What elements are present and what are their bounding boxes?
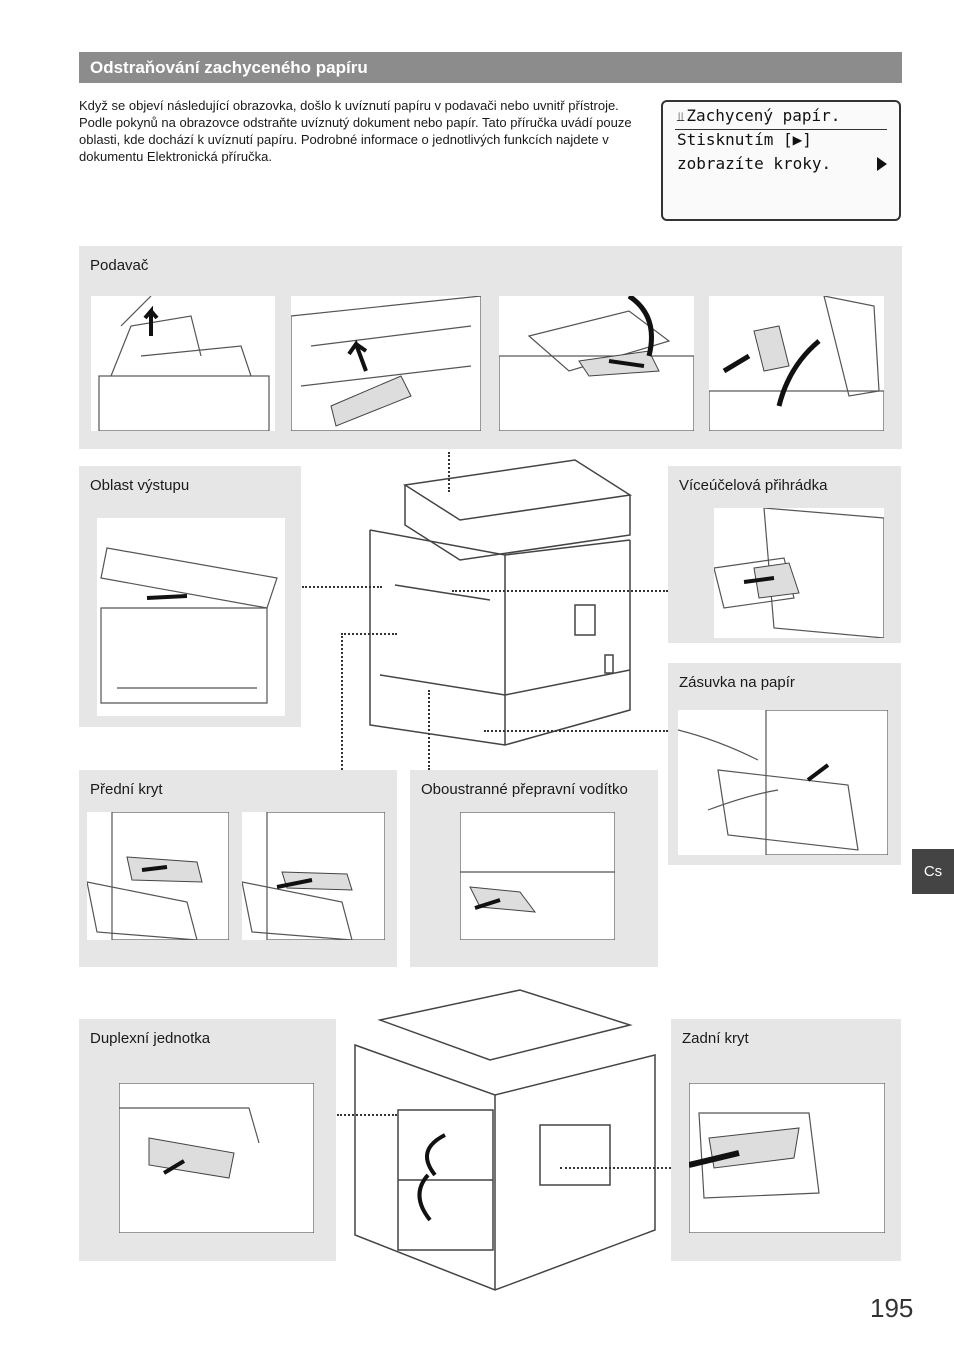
- paper-jam-icon: ⫫: [677, 110, 685, 125]
- leader-line-feeder: [448, 452, 450, 492]
- panel-duplex-unit: Duplexní jednotka: [79, 1019, 336, 1261]
- lcd-line-2: Stisknutím [▶]: [677, 130, 812, 149]
- panel-feeder: Podavač: [79, 246, 902, 449]
- panel-label-front-cover: Přední kryt: [90, 781, 163, 798]
- page-number: 195: [870, 1293, 914, 1323]
- lcd-line-3: zobrazíte kroky.: [677, 154, 832, 173]
- panel-label-feeder: Podavač: [90, 257, 149, 274]
- printer-front-illustration: [365, 455, 643, 750]
- leader-line-front-cover-v: [341, 633, 343, 770]
- lcd-separator: [675, 129, 887, 130]
- leader-line-duplex-guide: [428, 690, 430, 770]
- front-cover-illustration-2: [242, 812, 385, 940]
- rear-cover-illustration: [689, 1083, 885, 1233]
- lcd-line-1: ⫫Zachycený papír.: [677, 106, 840, 125]
- section-header: Odstraňování zachyceného papíru: [79, 52, 902, 83]
- printer-rear-illustration: [350, 985, 660, 1293]
- panel-label-duplex-guide: Oboustranné přepravní vodítko: [421, 781, 628, 798]
- feeder-illustration-1: [91, 296, 275, 431]
- output-illustration: [97, 518, 285, 716]
- panel-label-rear-cover: Zadní kryt: [682, 1030, 749, 1047]
- panel-label-drawer: Zásuvka na papír: [679, 674, 795, 691]
- multipurpose-illustration: [714, 508, 884, 638]
- right-arrow-icon: [877, 157, 887, 171]
- panel-front-cover: Přední kryt: [79, 770, 397, 967]
- language-tab: Cs: [912, 849, 954, 894]
- panel-label-multipurpose: Víceúčelová přihrádka: [679, 477, 828, 494]
- panel-rear-cover: Zadní kryt: [671, 1019, 901, 1261]
- feeder-illustration-2: [291, 296, 481, 431]
- leader-line-drawer: [484, 730, 668, 732]
- duplex-unit-illustration: [119, 1083, 314, 1233]
- lcd-line-1-text: Zachycený papír.: [686, 106, 841, 125]
- panel-drawer: Zásuvka na papír: [668, 663, 901, 865]
- duplex-guide-illustration: [460, 812, 615, 940]
- front-cover-illustration-1: [87, 812, 229, 940]
- leader-line-duplex-unit: [337, 1114, 397, 1116]
- panel-label-output: Oblast výstupu: [90, 477, 190, 494]
- leader-line-output: [302, 586, 382, 588]
- panel-output: Oblast výstupu: [79, 466, 301, 727]
- drawer-illustration: [678, 710, 888, 855]
- panel-label-duplex-unit: Duplexní jednotka: [90, 1030, 211, 1047]
- lcd-display: ⫫Zachycený papír. Stisknutím [▶] zobrazí…: [661, 100, 901, 221]
- leader-line-multipurpose: [452, 590, 668, 592]
- feeder-illustration-4: [709, 296, 884, 431]
- feeder-illustration-3: [499, 296, 694, 431]
- panel-multipurpose: Víceúčelová přihrádka: [668, 466, 901, 643]
- leader-line-rear-cover: [560, 1167, 671, 1169]
- leader-line-front-cover-h: [341, 633, 397, 635]
- intro-text: Když se objeví následující obrazovka, do…: [79, 98, 632, 164]
- panel-duplex-guide: Oboustranné přepravní vodítko: [410, 770, 658, 967]
